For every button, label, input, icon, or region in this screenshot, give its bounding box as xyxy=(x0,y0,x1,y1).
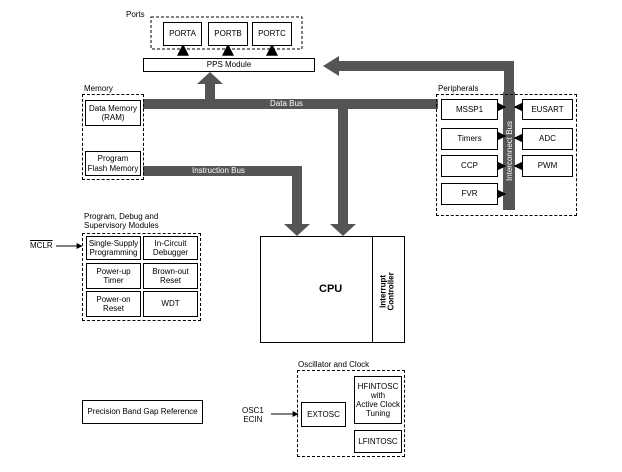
cpu-box xyxy=(260,236,405,343)
interconnect-to-pps-arrowhead xyxy=(323,56,339,76)
ccp-box: CCP xyxy=(441,155,498,177)
hfintosc-box: HFINTOSC with Active Clock Tuning xyxy=(354,376,402,424)
power-on-reset-box: Power-on Reset xyxy=(86,291,141,317)
osc1-ecin-label: OSC1 ECIN xyxy=(242,406,264,425)
mclr-label: MCLR xyxy=(30,241,53,250)
adc-box: ADC xyxy=(522,128,573,150)
peripherals-group xyxy=(436,94,577,216)
interrupt-controller-box xyxy=(372,236,405,343)
lfintosc-box: LFINTOSC xyxy=(354,430,402,453)
memory-title: Memory xyxy=(84,84,113,93)
pwm-box: PWM xyxy=(522,155,573,177)
brown-out-reset-box: Brown-out Reset xyxy=(143,263,198,289)
interconnect-bus-label: Interconnect Bus xyxy=(505,120,514,182)
extosc-box: EXTOSC xyxy=(301,402,346,427)
program-flash-memory-box: Program Flash Memory xyxy=(85,151,141,176)
power-up-timer-box: Power-up Timer xyxy=(86,263,141,289)
portb-box: PORTB xyxy=(208,22,248,46)
mssp1-box: MSSP1 xyxy=(441,99,498,120)
portc-box: PORTC xyxy=(252,22,292,46)
ports-title: Ports xyxy=(126,10,145,19)
data-bus-to-cpu-arrowhead xyxy=(330,224,356,236)
instruction-bus-arrowhead xyxy=(284,224,310,236)
timers-box: Timers xyxy=(441,128,498,150)
instruction-bus-label: Instruction Bus xyxy=(192,166,245,175)
program-debug-group xyxy=(82,233,201,321)
pps-module-box: PPS Module xyxy=(143,58,315,72)
precision-band-gap-box: Precision Band Gap Reference xyxy=(82,400,203,424)
instruction-bus-path xyxy=(143,166,302,224)
data-bus-label: Data Bus xyxy=(270,99,303,108)
fvr-box: FVR xyxy=(441,183,498,205)
interconnect-bus-bar xyxy=(503,92,515,210)
oscillator-title: Oscillator and Clock xyxy=(298,360,370,369)
ports-group-outline xyxy=(150,16,303,50)
in-circuit-debugger-box: In-Circuit Debugger xyxy=(143,236,198,260)
wdt-box: WDT xyxy=(143,291,198,317)
porta-box: PORTA xyxy=(163,22,202,46)
single-supply-programming-box: Single-Supply Programming xyxy=(86,236,141,260)
cpu-title: CPU xyxy=(319,283,343,295)
data-memory-box: Data Memory (RAM) xyxy=(85,100,141,126)
program-debug-title: Program, Debug and Supervisory Modules xyxy=(84,212,159,231)
eusart-box: EUSART xyxy=(522,99,573,120)
data-bus-to-pps-arrowhead xyxy=(197,72,223,84)
memory-group xyxy=(82,94,144,180)
interconnect-to-pps-path xyxy=(337,61,514,100)
peripherals-title: Peripherals xyxy=(438,84,479,93)
interrupt-controller-label: Interrupt Controller xyxy=(378,272,396,311)
